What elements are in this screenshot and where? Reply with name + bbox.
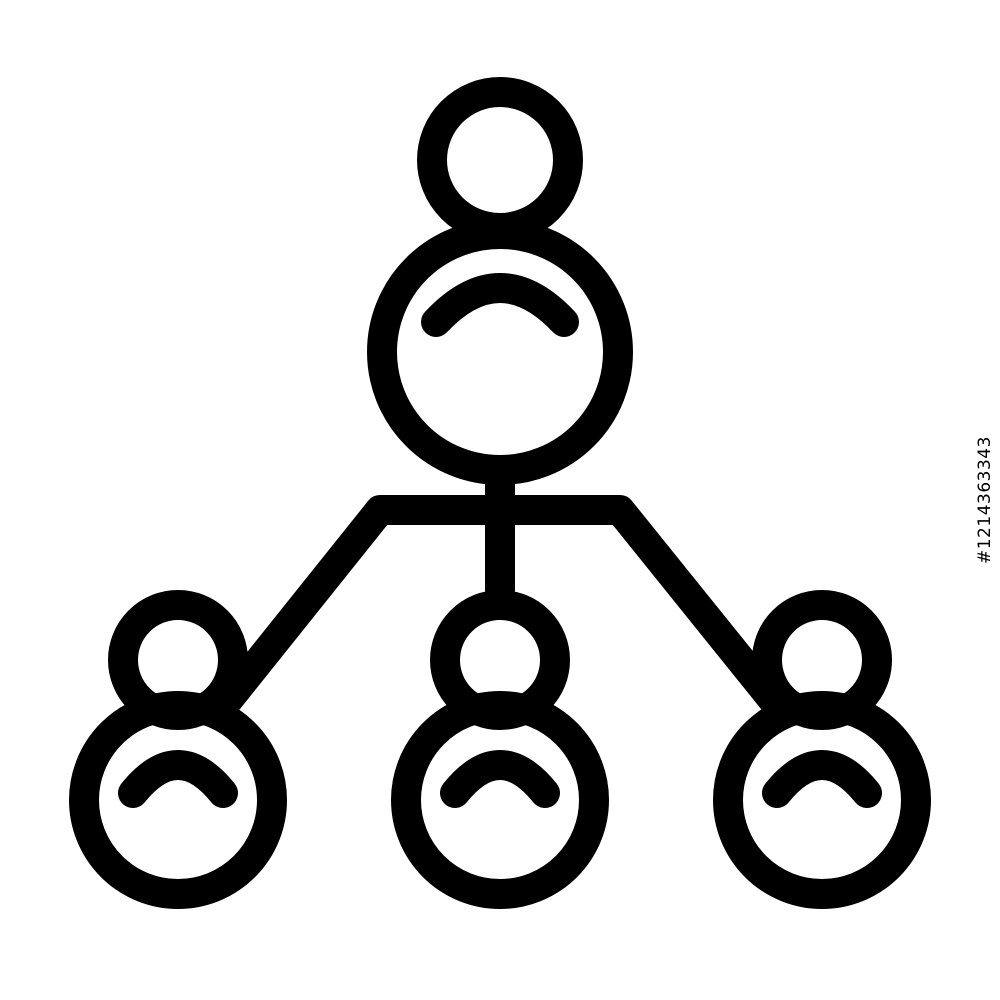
hierarchy-connector-icon: [213, 465, 788, 715]
member-person-icon: [391, 590, 609, 909]
member-person-icon: [713, 590, 931, 909]
leader-person-icon: [367, 77, 633, 485]
stock-id-label: #1214363343: [975, 436, 995, 564]
member-person-icon: [69, 590, 287, 909]
